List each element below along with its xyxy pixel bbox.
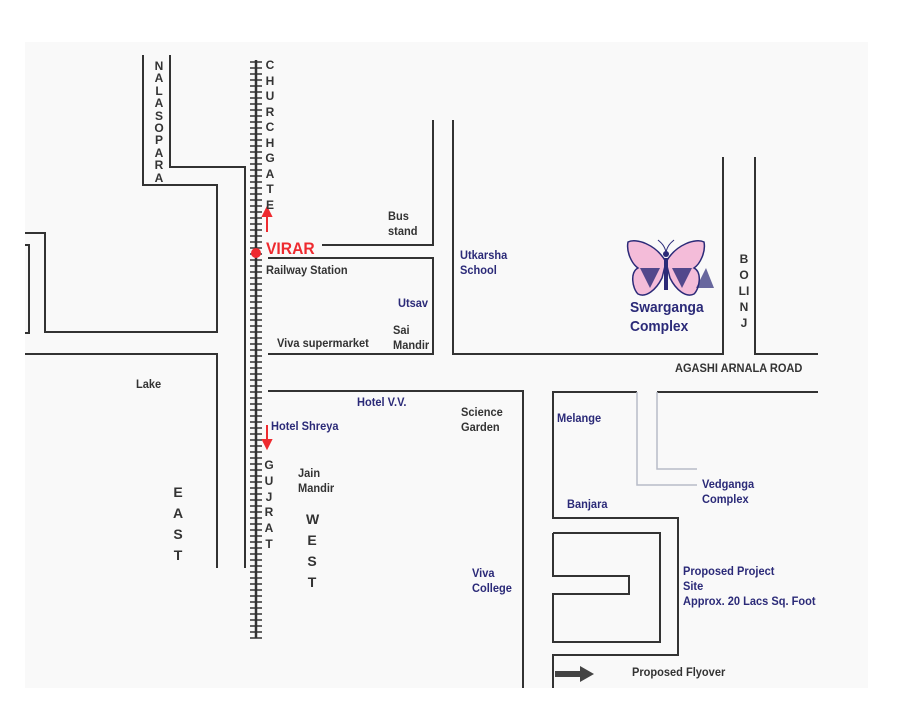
flyover-arrow-icon	[555, 666, 594, 682]
hotel-vv-label: Hotel V.V.	[357, 395, 407, 409]
railway-track	[250, 60, 262, 639]
nalasopara-road-label: NALASOPARA	[154, 59, 164, 185]
vedganga-lane-right	[656, 392, 697, 470]
east-bracket	[25, 244, 30, 334]
melange-road	[552, 391, 679, 688]
bolinj-road-label: BOLINJ	[738, 252, 750, 330]
lake-label: Lake	[136, 377, 162, 391]
station-dot	[251, 248, 261, 258]
butterfly-logo-icon	[626, 239, 714, 296]
utkarsha-road	[452, 120, 724, 355]
proposed-flyover-label: Proposed Flyover	[632, 665, 726, 679]
project-site-outline	[552, 532, 661, 643]
viva-supermarket-label: Viva supermarket	[277, 336, 369, 350]
nalasopara-road-left	[25, 55, 218, 333]
east-label: EAST	[172, 484, 184, 563]
nalasopara-road-right	[169, 55, 246, 568]
lake-road	[25, 353, 218, 568]
vedganga-lane-left	[636, 392, 697, 486]
station-name: VIRAR	[266, 239, 315, 258]
utsav-label: Utsav	[398, 296, 429, 310]
arrow-up-icon	[261, 205, 273, 232]
hotel-shreya-label: Hotel Shreya	[271, 419, 339, 433]
agashi-arnala-road-label: AGASHI ARNALA ROAD	[675, 361, 803, 375]
churchgate-direction-label: CHURCHGATE	[265, 58, 275, 212]
map-paper	[25, 42, 868, 688]
melange-label: Melange	[557, 411, 602, 425]
bus-stand-road	[322, 120, 434, 246]
bolinj-road	[754, 157, 818, 355]
station-road	[268, 257, 434, 355]
arrow-down-icon	[261, 425, 273, 451]
gujrat-direction-label: GUJRAT	[264, 458, 274, 551]
banjara-label: Banjara	[567, 497, 608, 511]
station-subtitle: Railway Station	[266, 263, 348, 277]
hotel-vv-road	[268, 390, 524, 688]
west-label: WEST	[306, 511, 320, 590]
